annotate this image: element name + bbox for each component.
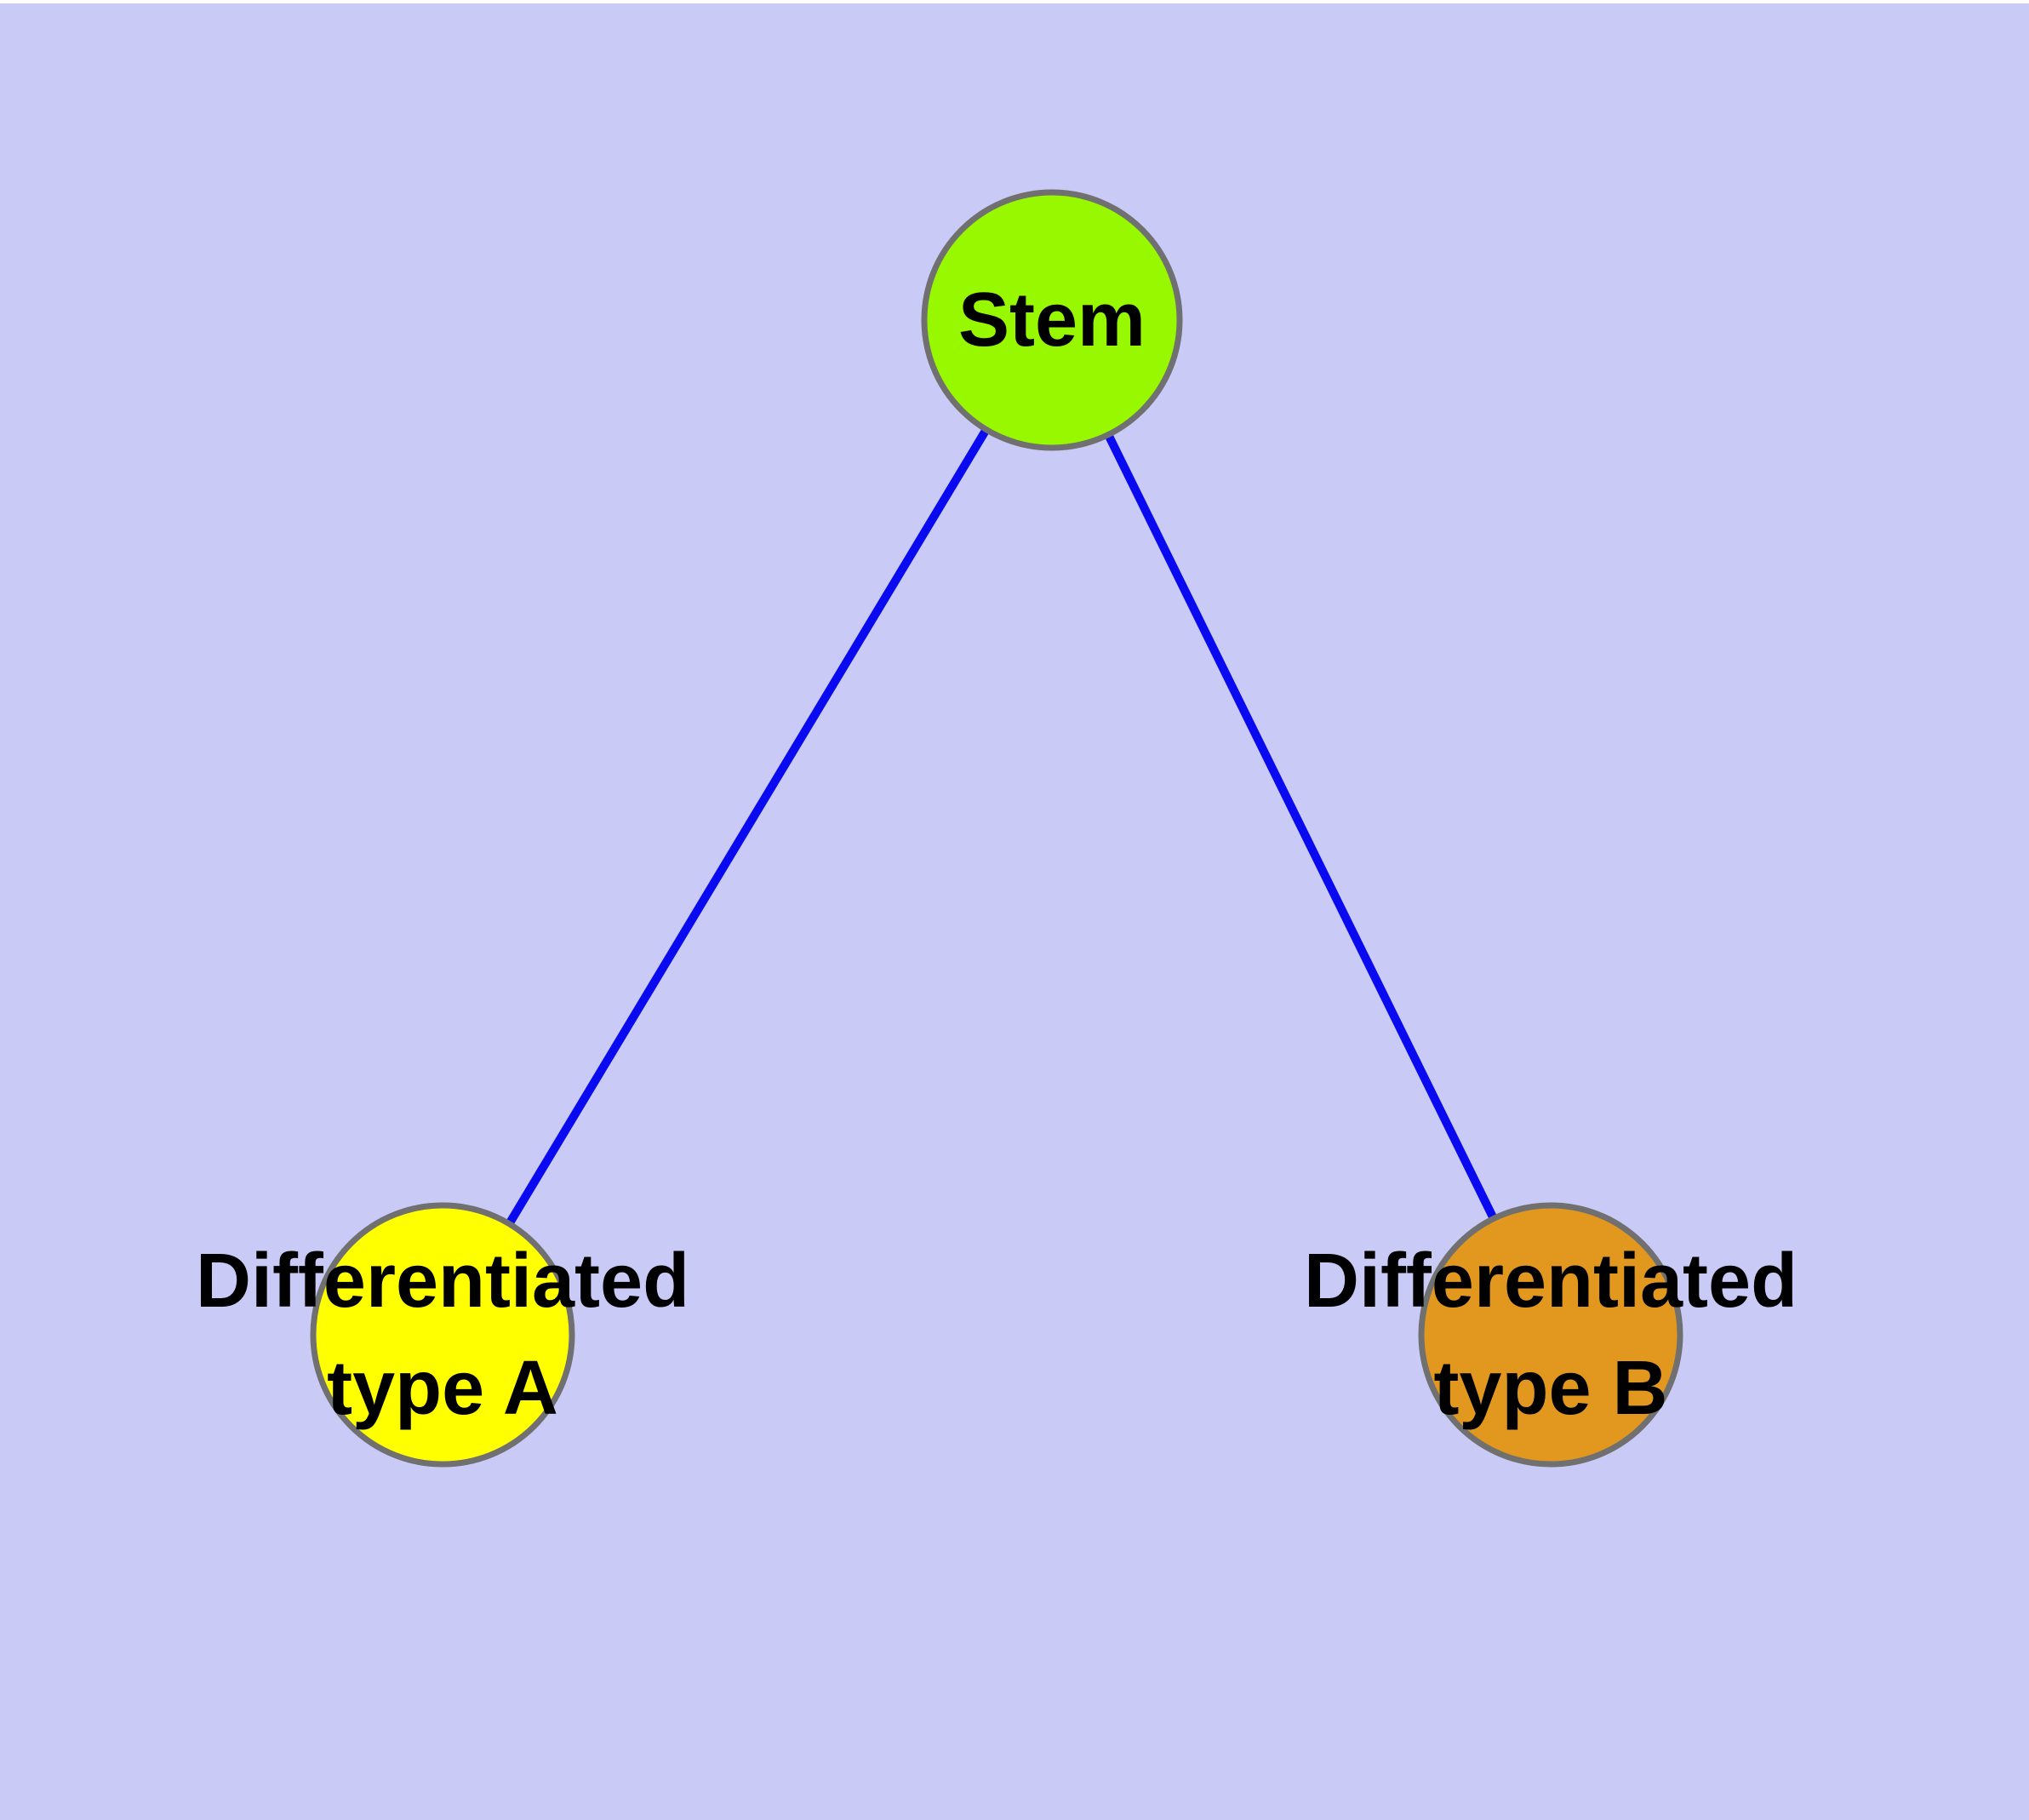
node-circle-differentiated-type-a [310,1202,575,1468]
graph-svg [310,189,1683,1468]
node-circle-differentiated-type-b [1418,1202,1683,1468]
edge-stem-to-differentiated-type-a [438,318,1056,1337]
edge-stem-to-differentiated-type-b [1048,318,1555,1337]
node-circle-stem [921,189,1183,451]
